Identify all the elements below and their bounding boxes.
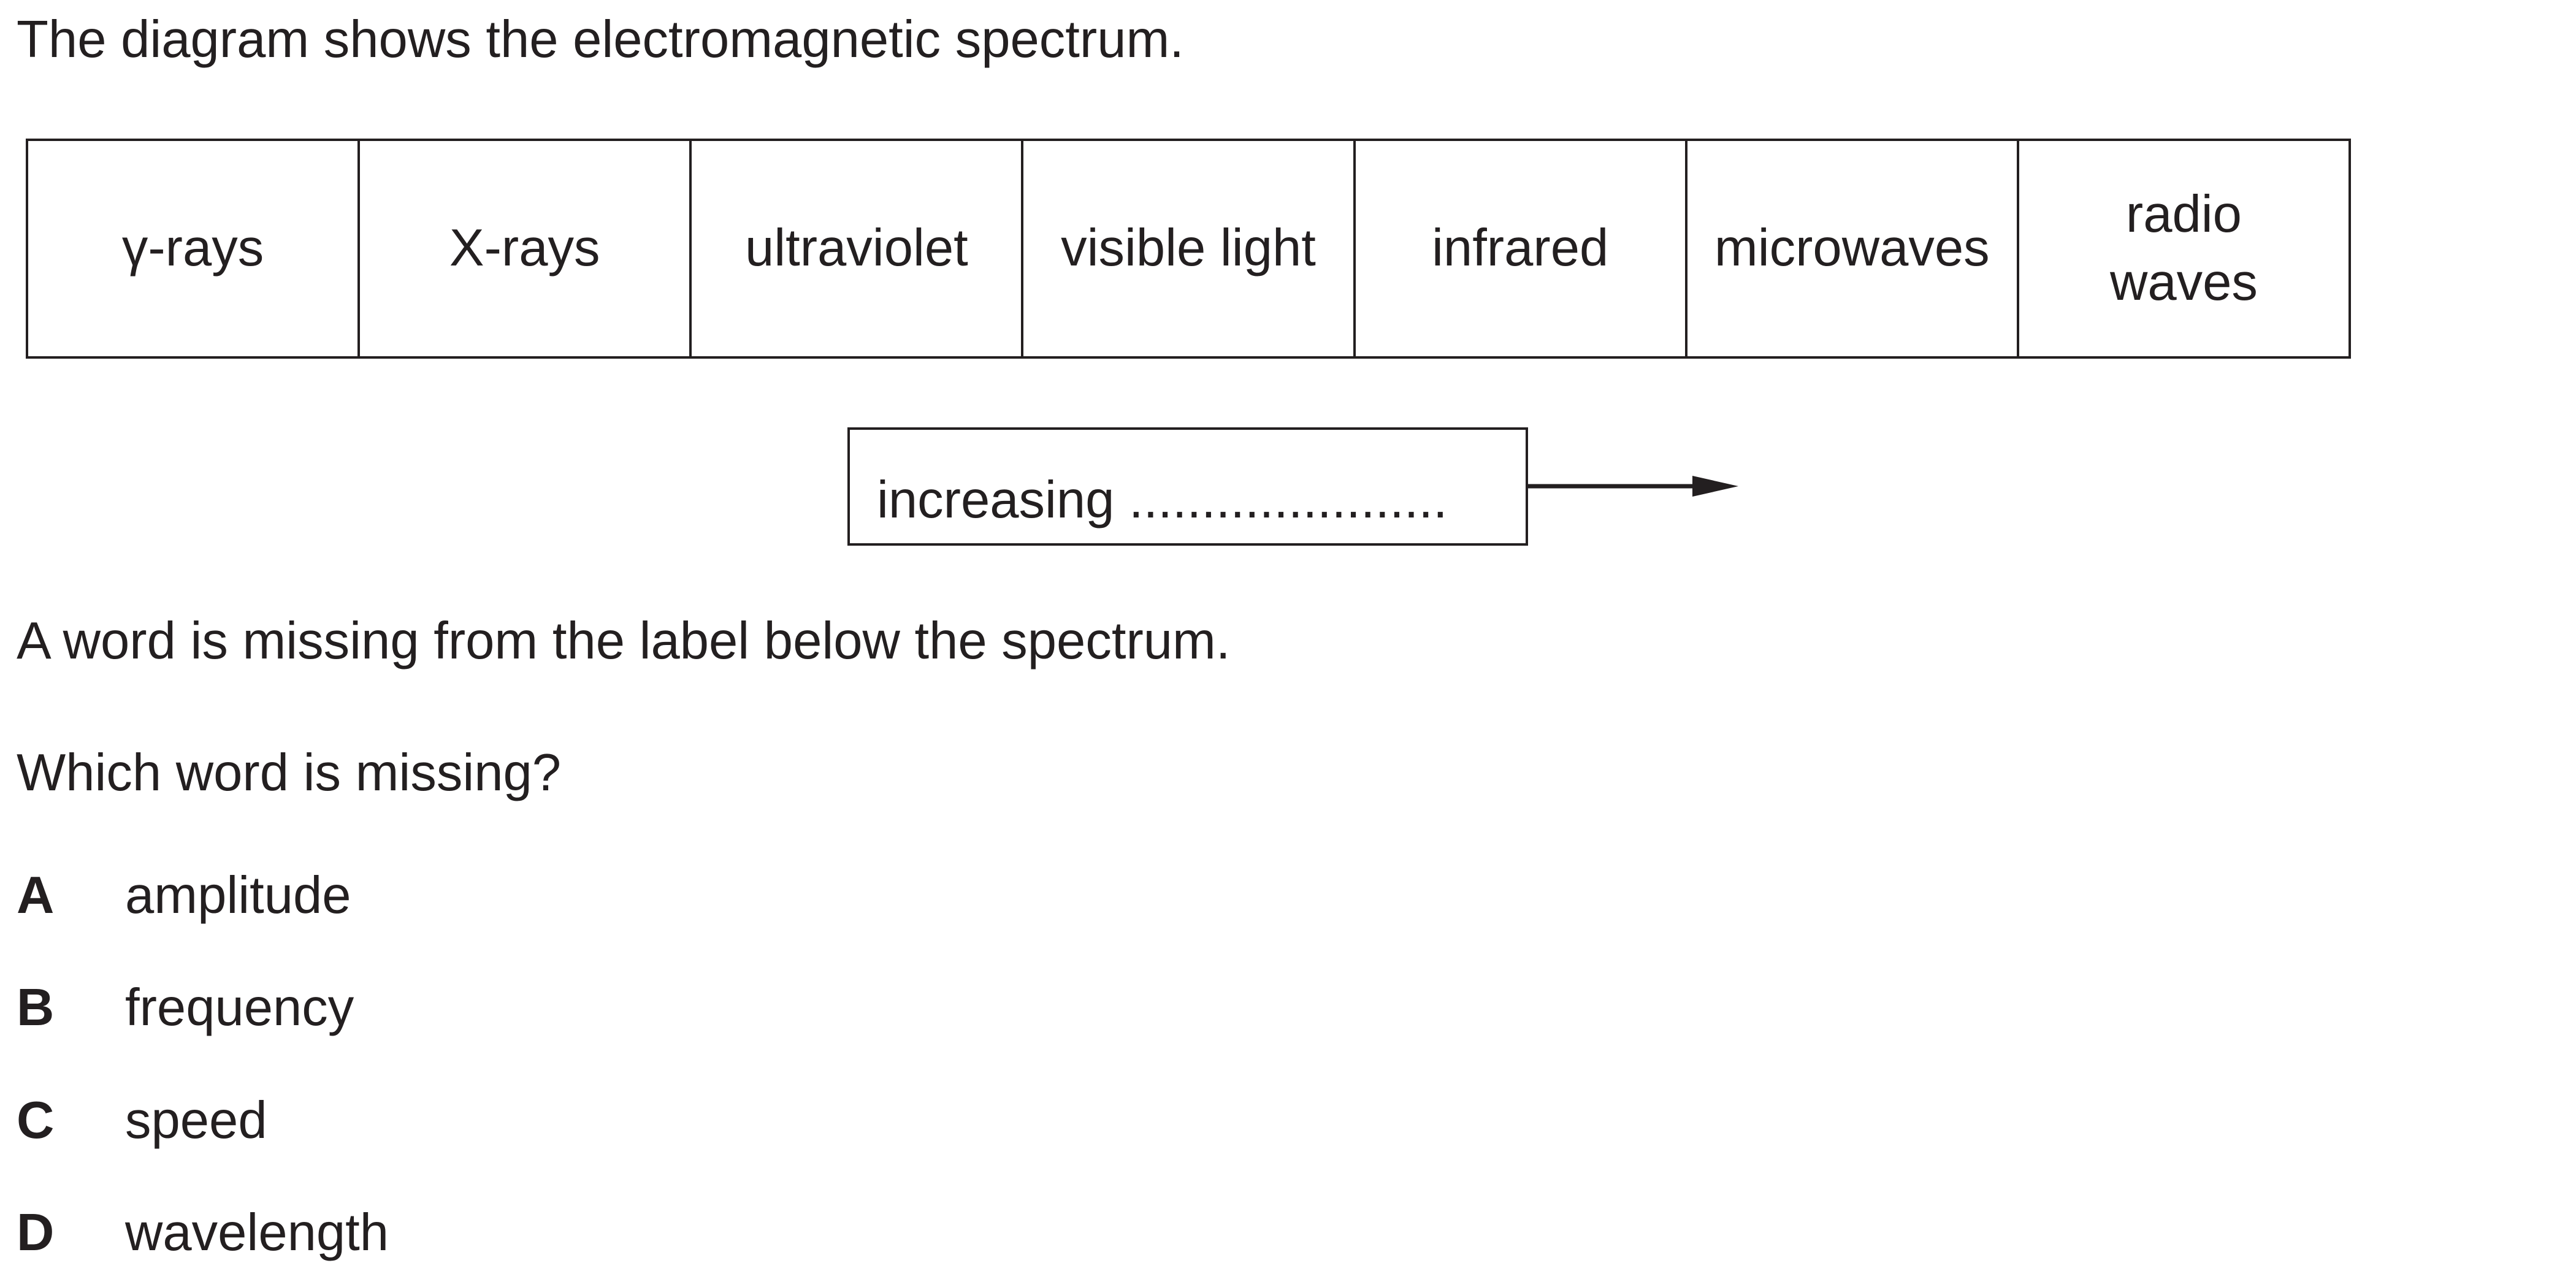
intro-text: The diagram shows the electromagnetic sp…: [17, 10, 1184, 69]
spectrum-band-x-rays: X-rays: [357, 141, 689, 356]
option-letter: D: [17, 1204, 55, 1262]
question-text: Which word is missing?: [17, 744, 562, 802]
spectrum-band-ultraviolet: ultraviolet: [689, 141, 1021, 356]
missing-word-note: A word is missing from the label below t…: [17, 612, 1231, 670]
increasing-label-text: increasing ......................: [877, 471, 1448, 529]
option-text: amplitude: [125, 866, 351, 925]
spectrum-band-visible-light: visible light: [1021, 141, 1353, 356]
option-letter: A: [17, 866, 55, 925]
spectrum-band-infrared: infrared: [1353, 141, 1685, 356]
option-text: speed: [125, 1091, 267, 1150]
increasing-label-box: increasing ......................: [847, 427, 1528, 546]
option-letter: C: [17, 1091, 55, 1150]
option-letter: B: [17, 979, 55, 1037]
spectrum-band-gamma-rays: γ-rays: [121, 219, 264, 278]
option-text: frequency: [125, 979, 354, 1037]
right-arrow-icon: [1527, 476, 1738, 497]
spectrum-band-microwaves: microwaves: [1684, 141, 2017, 356]
spectrum-band-radio-waves: radio waves: [2016, 141, 2349, 356]
electromagnetic-spectrum-table: γ-rays X-rays ultraviolet visible light …: [26, 139, 2351, 359]
option-text: wavelength: [125, 1204, 389, 1262]
